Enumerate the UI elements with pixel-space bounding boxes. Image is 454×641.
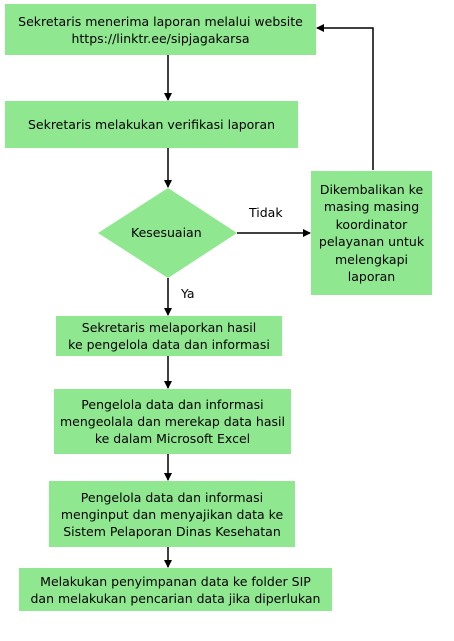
decision-label: Kesesuaian [131, 225, 202, 240]
arrow-return-to-step1 [316, 24, 374, 170]
step1-receive-report: Sekretaris menerima laporan melalui webs… [5, 4, 316, 55]
yes-label: Ya [181, 286, 195, 301]
step5-input-health-system: Pengelola data dan informasi menginput d… [49, 481, 295, 547]
step4-recap-excel: Pengelola data dan informasi mengeolala … [54, 389, 291, 454]
step2-verify-report: Sekretaris melakukan verifikasi laporan [5, 101, 298, 148]
no-label: Tidak [249, 205, 283, 220]
return-to-coordinators: Dikembalikan ke masing masing koordinato… [311, 171, 432, 295]
step3-report-to-data-manager: Sekretaris melaporkan hasil ke pengelola… [56, 316, 282, 356]
decision-diamond [98, 188, 237, 278]
step6-store-and-search: Melakukan penyimpanan data ke folder SIP… [19, 568, 332, 611]
